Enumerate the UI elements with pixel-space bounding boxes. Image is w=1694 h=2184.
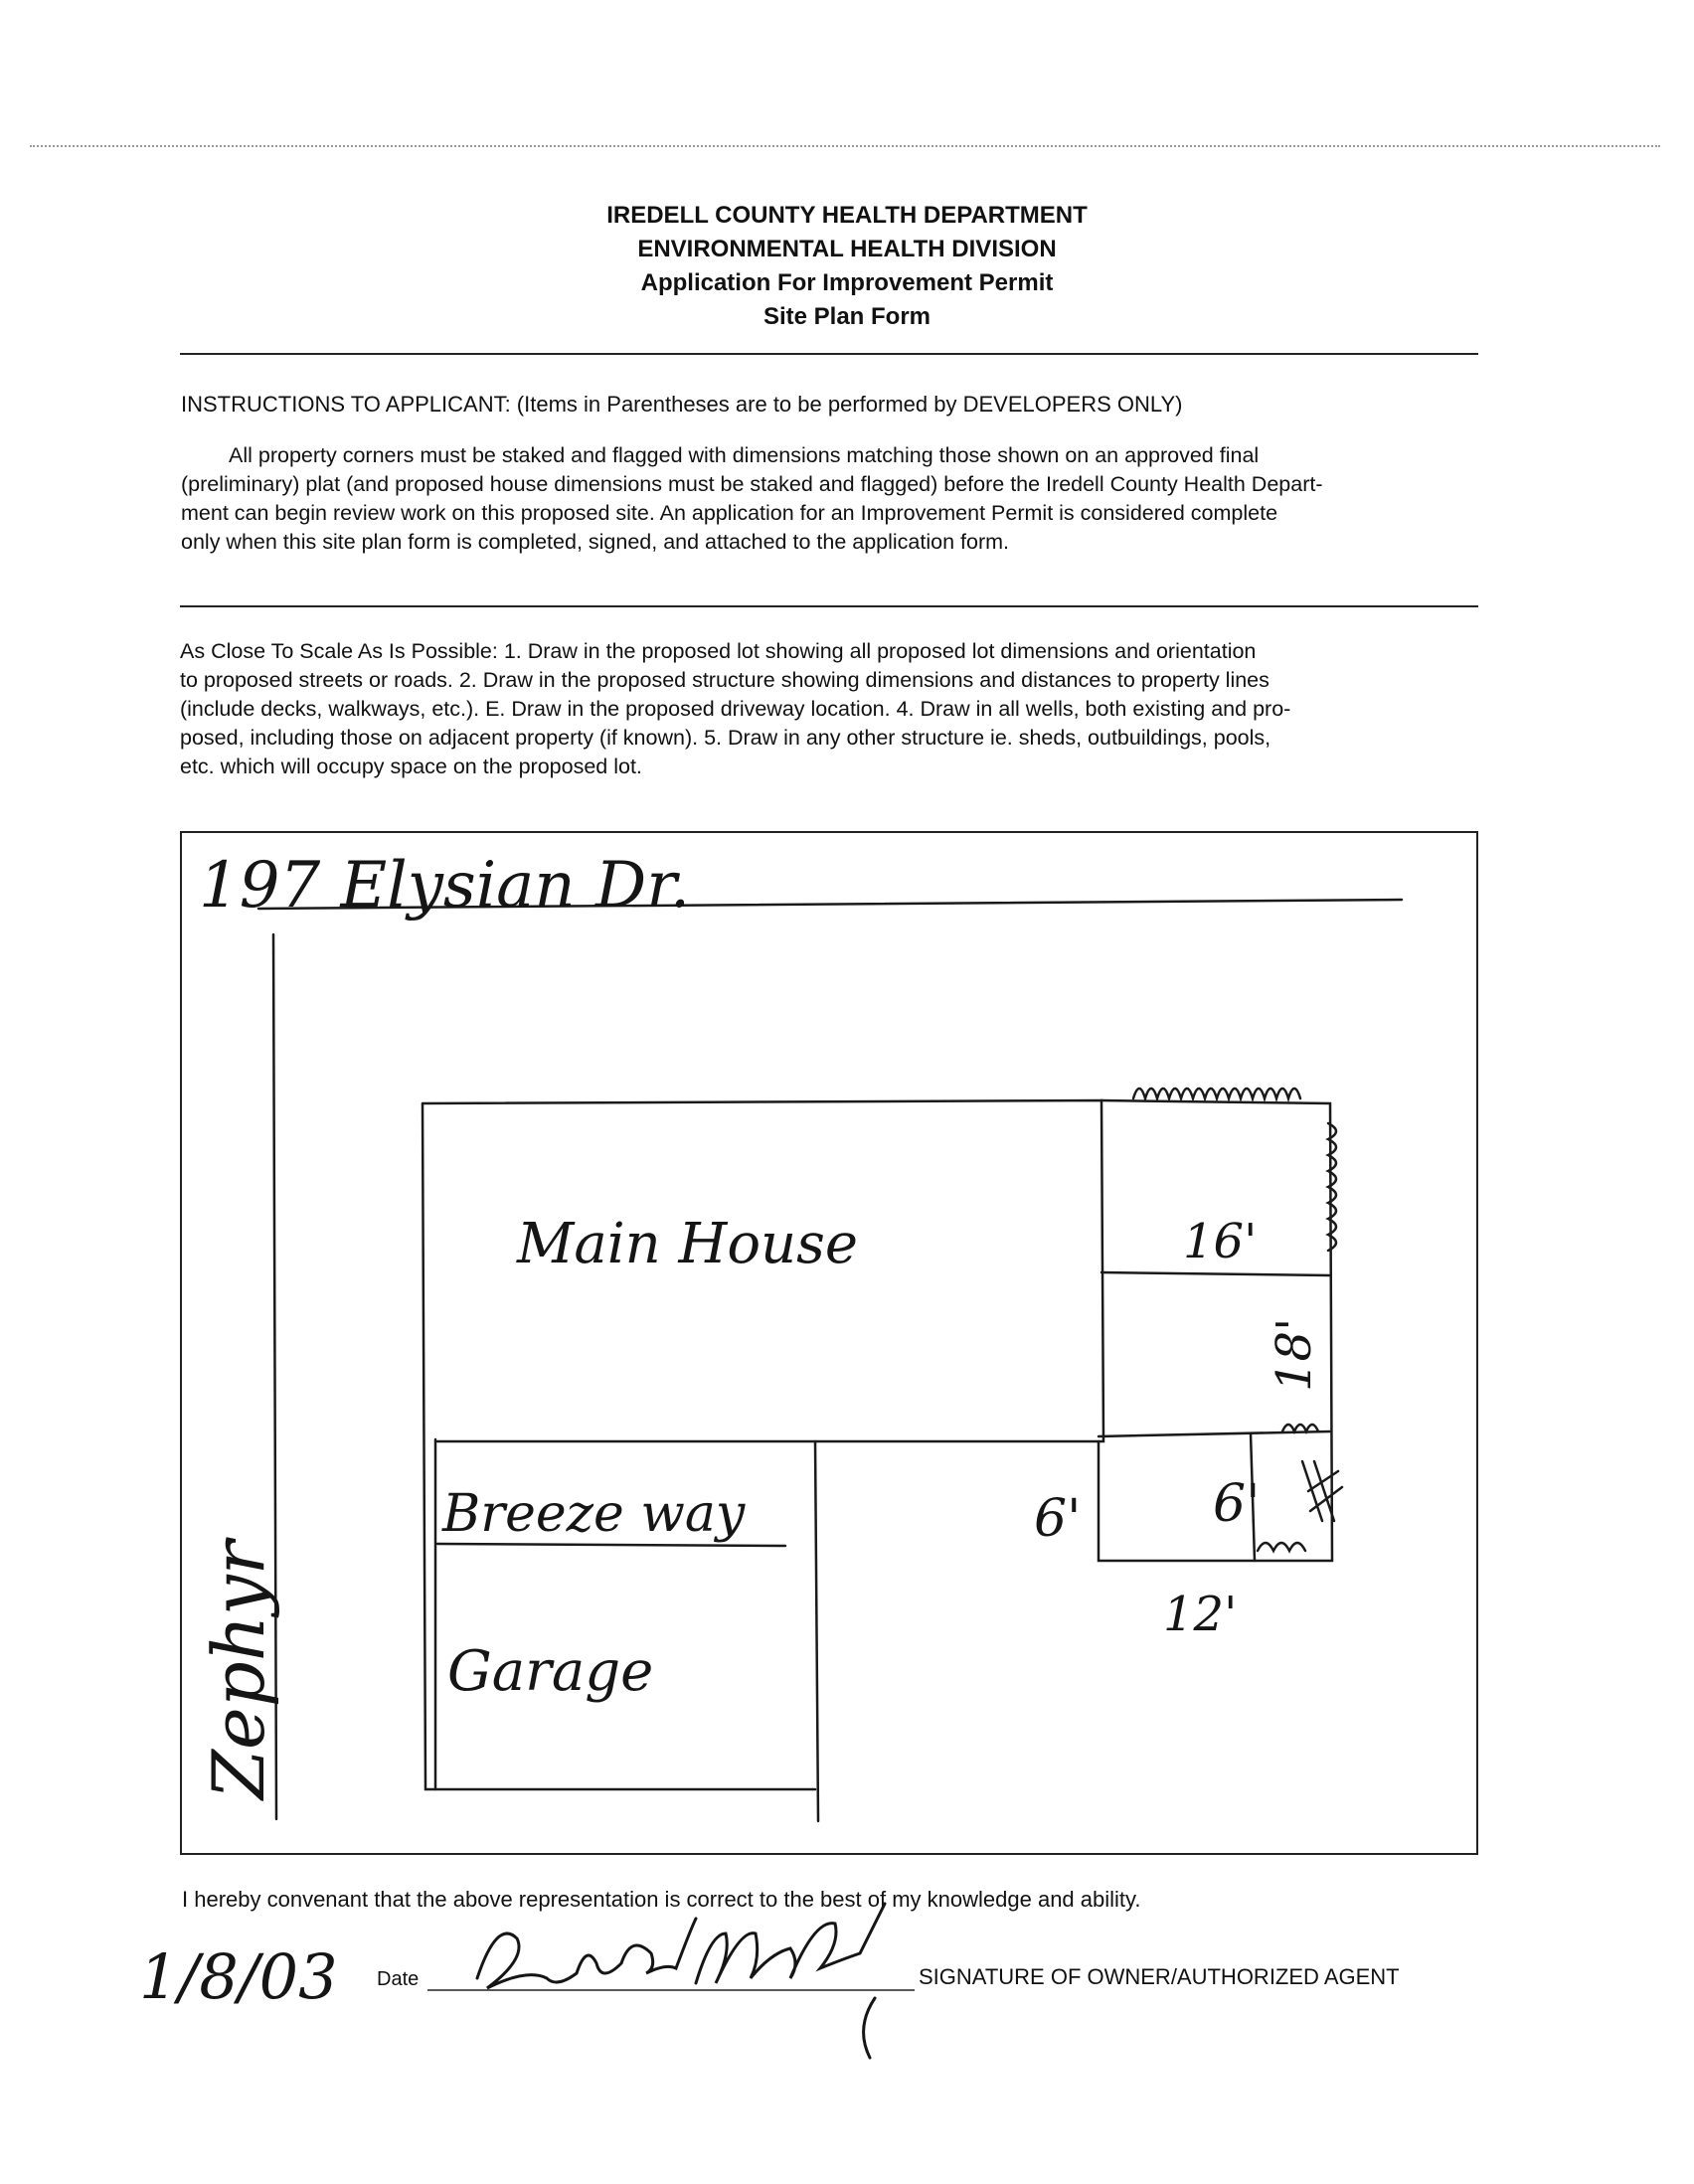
header-application: Application For Improvement Permit <box>640 269 1054 296</box>
house-west-wall <box>421 1101 817 1791</box>
main-house-outline <box>421 1098 1105 1443</box>
dimension-6-left: 6' <box>1034 1489 1081 1549</box>
street-left-label: Zephyr <box>197 1537 280 1801</box>
elysian-street-line <box>256 898 1404 911</box>
main-house-label: Main House <box>516 1212 858 1276</box>
zephyr-street-line <box>271 932 278 1821</box>
header-divider <box>180 353 1478 355</box>
top-scan-edge <box>30 145 1660 147</box>
breezeway-divider <box>435 1542 787 1548</box>
shrubs-top <box>1131 1087 1302 1103</box>
header-division: ENVIRONMENTAL HEALTH DIVISION <box>637 236 1057 262</box>
owner-signature <box>475 1902 887 2060</box>
form-header: IREDELL COUNTY HEALTH DEPARTMENT ENVIRON… <box>0 199 1694 334</box>
scale-line-4: posed, including those on adjacent prope… <box>180 726 1271 750</box>
scale-line-5: etc. which will occupy space on the prop… <box>180 755 642 778</box>
east-inner-wall <box>1249 1431 1257 1563</box>
instructions-line-3: ment can begin review work on this propo… <box>181 501 1278 525</box>
east-addition-divider <box>1100 1270 1332 1277</box>
site-plan-box <box>180 831 1478 1855</box>
east-addition-outline <box>1097 1098 1334 1563</box>
header-form-title: Site Plan Form <box>762 303 932 330</box>
breezeway-label: Breeze way <box>441 1484 746 1544</box>
certification-statement: I hereby convenant that the above repres… <box>182 1887 1141 1912</box>
dimension-12: 12' <box>1163 1587 1237 1642</box>
date-label: Date <box>377 1968 420 1990</box>
instructions-divider <box>180 605 1478 607</box>
instructions-paragraph: All property corners must be staked and … <box>181 441 1323 557</box>
scale-line-3: (include decks, walkways, etc.). E. Draw… <box>180 697 1291 721</box>
instructions-line-1: All property corners must be staked and … <box>229 443 1260 467</box>
scale-instructions: As Close To Scale As Is Possible: 1. Dra… <box>180 637 1290 781</box>
shrubs-bottom <box>1256 1541 1307 1554</box>
date-value: 1/8/03 <box>139 1940 338 2013</box>
scale-line-1: As Close To Scale As Is Possible: 1. Dra… <box>180 639 1257 663</box>
dimension-18: 18' <box>1267 1318 1322 1392</box>
shrubs-mid <box>1280 1423 1320 1435</box>
street-top-label: 197 Elysian Dr. <box>199 849 690 923</box>
garage-label: Garage <box>447 1639 653 1704</box>
dimension-16: 16' <box>1183 1214 1257 1269</box>
instructions-line-2: (preliminary) plat (and proposed house d… <box>181 472 1323 496</box>
east-addition-lower-line <box>1097 1429 1332 1438</box>
hatch-mark <box>1300 1459 1344 1523</box>
dimension-6-right: 6' <box>1213 1474 1260 1534</box>
scale-line-2: to proposed streets or roads. 2. Draw in… <box>180 668 1270 692</box>
shrubs-right <box>1325 1121 1338 1253</box>
garage-right-wall <box>813 1439 820 1823</box>
signature-label: SIGNATURE OF OWNER/AUTHORIZED AGENT <box>919 1964 1400 1989</box>
instructions-line-4: only when this site plan form is complet… <box>181 530 1009 554</box>
header-department: IREDELL COUNTY HEALTH DEPARTMENT <box>606 202 1088 229</box>
instructions-heading: INSTRUCTIONS TO APPLICANT: (Items in Par… <box>181 392 1183 417</box>
